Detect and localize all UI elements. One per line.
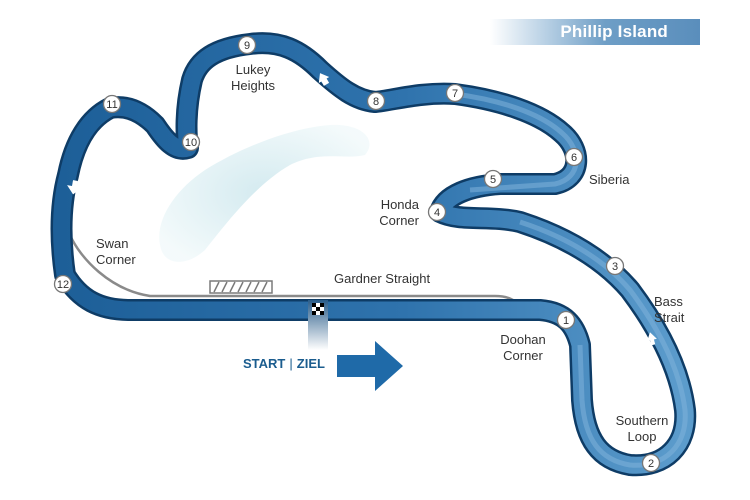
turn-number: 12 [57, 279, 69, 291]
start-separator: | [289, 356, 293, 371]
turn-number: 4 [434, 207, 440, 219]
turn-number: 10 [185, 137, 197, 149]
label-siberia: Siberia [589, 172, 630, 187]
label-southern-loop: Southern Loop [615, 413, 669, 444]
start-direction-arrow-icon [337, 341, 403, 391]
turn-number: 7 [452, 88, 458, 100]
title-banner: Phillip Island [490, 19, 700, 45]
turn-number: 1 [563, 315, 569, 327]
finish-text: ZIEL [296, 356, 325, 371]
pit-boxes-icon [209, 280, 273, 294]
turn-marker-4: 4 [427, 202, 447, 222]
direction-arrow-icon [67, 73, 657, 346]
label-swan-corner: Swan Corner [96, 236, 136, 267]
turn-number: 11 [106, 99, 117, 111]
turn-marker-8: 8 [366, 91, 386, 111]
turn-marker-10: 10 [181, 132, 201, 152]
track-highlight [454, 91, 688, 468]
turn-number: 3 [612, 261, 618, 273]
start-text: START [243, 356, 286, 371]
turn-marker-6: 6 [564, 147, 584, 167]
track-title: Phillip Island [560, 22, 668, 41]
turn-marker-5: 5 [483, 169, 503, 189]
lake-shape [159, 124, 370, 262]
turn-number: 5 [490, 174, 496, 186]
turn-marker-1: 1 [556, 310, 576, 330]
turn-marker-2: 2 [641, 453, 661, 473]
turn-number: 9 [244, 40, 250, 52]
turn-number: 6 [571, 152, 577, 164]
label-honda-corner: Honda Corner [379, 197, 419, 228]
turn-number: 8 [373, 96, 379, 108]
start-finish-label: START|ZIEL [243, 356, 325, 371]
turn-marker-11: 11 [102, 94, 122, 114]
turn-marker-7: 7 [445, 83, 465, 103]
turn-marker-3: 3 [605, 256, 625, 276]
label-bass-strait: Bass Strait [654, 294, 685, 325]
label-gardner-straight: Gardner Straight [334, 271, 431, 286]
turn-marker-12: 12 [53, 274, 73, 294]
label-lukey-heights: Lukey Heights [230, 62, 276, 93]
turn-number: 2 [648, 458, 654, 470]
chequered-flag-icon [308, 300, 328, 350]
turn-marker-9: 9 [237, 35, 257, 55]
label-doohan-corner: Doohan Corner [500, 332, 546, 363]
